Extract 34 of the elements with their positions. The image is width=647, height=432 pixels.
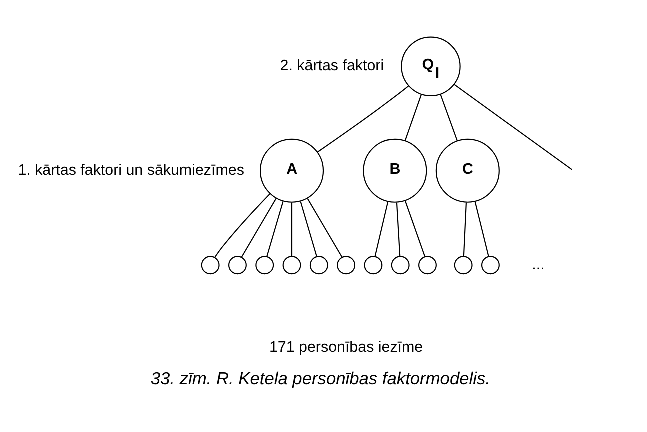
connector — [474, 201, 490, 256]
node-circle — [282, 256, 302, 274]
connector — [214, 193, 271, 258]
label: 171 personības iezīme — [269, 338, 424, 356]
node-circle — [228, 256, 247, 274]
connector — [404, 200, 426, 256]
node-circle — [256, 256, 274, 274]
node-circle — [201, 256, 220, 274]
connector — [266, 201, 284, 256]
node-circle — [310, 256, 328, 274]
node-circle — [337, 256, 356, 274]
label: ... — [532, 256, 545, 273]
node-circle — [391, 256, 410, 274]
node-circle — [454, 256, 473, 274]
node-circle — [418, 256, 437, 274]
connector — [300, 201, 318, 256]
label: 2. kārtas faktori — [280, 57, 384, 74]
node-circle — [364, 256, 383, 274]
label: 1. kārtas faktori un sākumiezīmes — [18, 161, 244, 178]
caption: 33. zīm. R. Ketela personības faktormodelis. — [150, 368, 490, 388]
connector — [291, 202, 293, 256]
connector — [317, 85, 410, 152]
connector — [374, 201, 389, 256]
connector — [307, 198, 343, 258]
node-circle: B — [363, 138, 428, 202]
node-circle: A — [260, 138, 324, 202]
connector — [241, 198, 277, 258]
connector — [463, 202, 467, 256]
connector — [396, 202, 401, 256]
connector — [404, 94, 422, 141]
connector — [454, 84, 572, 170]
node-circle — [481, 256, 500, 274]
connector — [440, 94, 458, 141]
node-circle: C — [436, 138, 500, 202]
